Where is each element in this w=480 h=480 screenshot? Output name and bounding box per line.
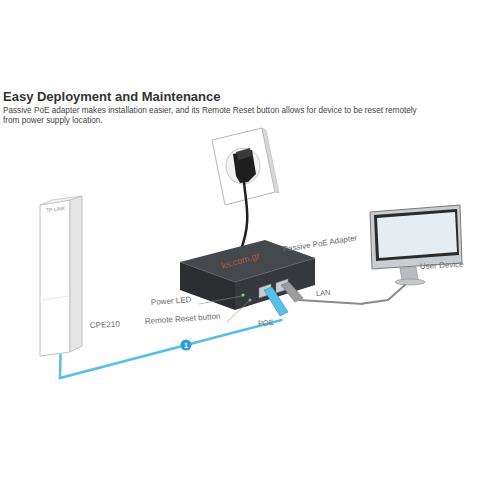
poe-plug bbox=[264, 287, 288, 316]
page-title: Easy Deployment and Maintenance bbox=[3, 89, 220, 104]
power-cord bbox=[240, 182, 247, 252]
part-label: Power LED bbox=[151, 296, 192, 308]
leader-line bbox=[199, 296, 242, 304]
leader-line bbox=[227, 301, 249, 322]
monitor bbox=[370, 205, 462, 285]
node-label: Passive PoE Adapter bbox=[282, 234, 358, 254]
part-label: Remote Reset button bbox=[145, 313, 221, 327]
device-node: Passive PoE Adapter bbox=[178, 238, 363, 320]
lan-plug bbox=[281, 282, 303, 302]
page-caption: Passive PoE adapter makes installation e… bbox=[3, 106, 435, 126]
node-label: CPE210 bbox=[90, 320, 120, 330]
lan-cable bbox=[299, 300, 363, 304]
node-label: User Device bbox=[420, 261, 464, 272]
cpe-device bbox=[40, 196, 82, 356]
callout-number: 1 bbox=[181, 340, 192, 351]
part-label: POE bbox=[258, 319, 274, 328]
cable-connector bbox=[363, 285, 405, 304]
part-label: LAN bbox=[316, 289, 331, 298]
device-node: User Device bbox=[365, 200, 465, 285]
device-node: CPE210 bbox=[35, 195, 120, 355]
cable-connector bbox=[60, 320, 282, 378]
